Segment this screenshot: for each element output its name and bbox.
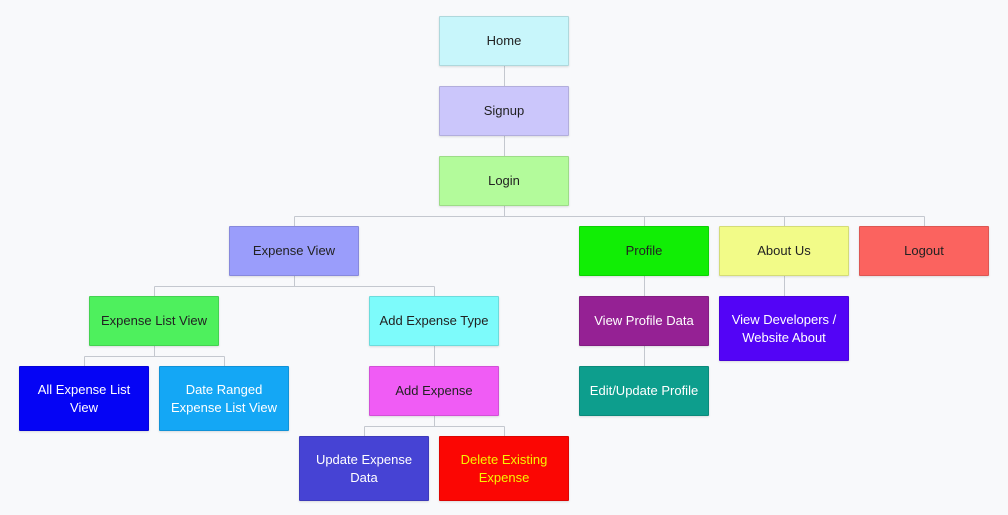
node-label-expense-view: Expense View xyxy=(252,243,336,258)
node-home[interactable]: Home xyxy=(439,16,569,66)
node-label-logout: Logout xyxy=(904,243,944,258)
node-add-expense[interactable]: Add Expense xyxy=(369,366,499,416)
node-update-expense-data[interactable]: Update Expense Data xyxy=(299,436,429,501)
node-date-ranged-expense-list-view[interactable]: Date Ranged Expense List View xyxy=(159,366,289,431)
node-label-add-expense: Add Expense xyxy=(395,383,473,398)
node-view-developers[interactable]: View Developers / Website About xyxy=(719,296,849,361)
node-label-profile: Profile xyxy=(625,243,663,258)
node-label-edit-update-profile: Edit/Update Profile xyxy=(589,383,699,398)
node-label-add-expense-type: Add Expense Type xyxy=(379,313,489,328)
node-edit-update-profile[interactable]: Edit/Update Profile xyxy=(579,366,709,416)
node-label-about-us: About Us xyxy=(757,243,811,258)
node-expense-list-view[interactable]: Expense List View xyxy=(89,296,219,346)
node-login[interactable]: Login xyxy=(439,156,569,206)
node-label-expense-list-view: Expense List View xyxy=(101,313,207,328)
node-profile[interactable]: Profile xyxy=(579,226,709,276)
node-label-date-ranged-expense-list-view: Date Ranged Expense List View xyxy=(171,381,277,415)
node-label-delete-existing-expense: Delete Existing Expense xyxy=(460,451,548,485)
node-label-view-developers: View Developers / Website About xyxy=(731,311,837,345)
node-expense-view[interactable]: Expense View xyxy=(229,226,359,276)
node-label-update-expense-data: Update Expense Data xyxy=(315,451,413,485)
node-label-view-profile-data: View Profile Data xyxy=(594,313,694,328)
node-label-signup: Signup xyxy=(483,103,525,118)
node-label-home: Home xyxy=(486,33,522,48)
node-logout[interactable]: Logout xyxy=(859,226,989,276)
node-label-all-expense-list-view: All Expense List View xyxy=(37,381,131,415)
node-signup[interactable]: Signup xyxy=(439,86,569,136)
node-view-profile-data[interactable]: View Profile Data xyxy=(579,296,709,346)
node-about-us[interactable]: About Us xyxy=(719,226,849,276)
node-all-expense-list-view[interactable]: All Expense List View xyxy=(19,366,149,431)
node-add-expense-type[interactable]: Add Expense Type xyxy=(369,296,499,346)
node-delete-existing-expense[interactable]: Delete Existing Expense xyxy=(439,436,569,501)
node-label-login: Login xyxy=(488,173,520,188)
